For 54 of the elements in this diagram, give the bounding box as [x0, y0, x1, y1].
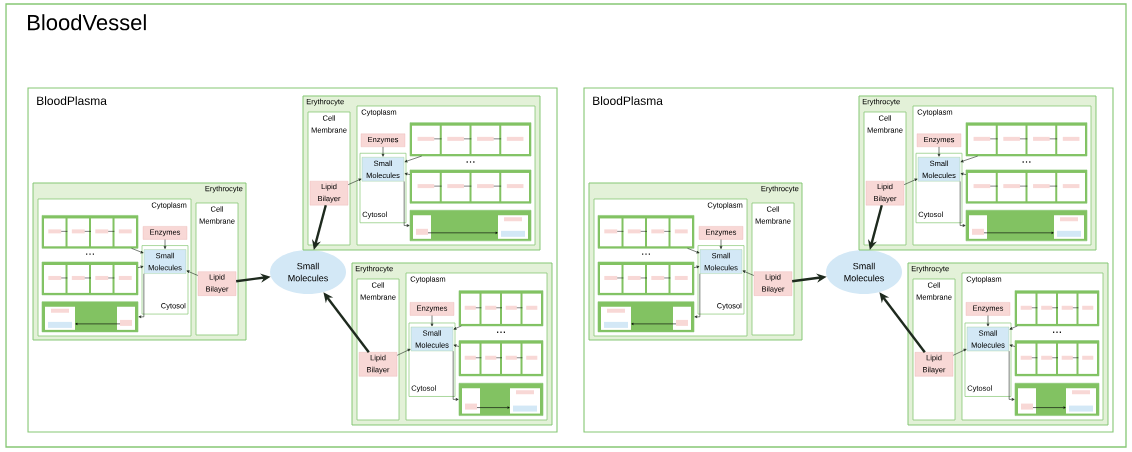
- arrow: [937, 146, 941, 157]
- arrow: [986, 315, 990, 327]
- arrow: [163, 239, 167, 249]
- ellipsis-label: ...: [1053, 331, 1061, 333]
- arrow: [138, 273, 145, 319]
- pathway-drawing: [965, 169, 1088, 204]
- pathway-drawing: [1014, 340, 1100, 377]
- pathway-drawing: [597, 261, 695, 296]
- arrow: [742, 270, 755, 276]
- compartment-drawing: [41, 301, 139, 333]
- pathway-drawing: [409, 122, 532, 157]
- arrow: [186, 270, 199, 276]
- ellipsis-label: ...: [1022, 161, 1031, 163]
- arrow: [903, 178, 918, 185]
- pathway-drawing: [458, 290, 544, 327]
- arrow: [381, 146, 385, 157]
- ellipsis-label: ...: [642, 253, 650, 255]
- compartment-drawing: [458, 382, 544, 416]
- arrow: [1009, 344, 1016, 348]
- pathway-drawing: [41, 215, 139, 249]
- compartment-drawing: [409, 209, 532, 242]
- arrow: [131, 248, 144, 254]
- arrow: [1009, 325, 1018, 330]
- arrow: [1008, 350, 1015, 401]
- pathway-drawing: [409, 169, 532, 204]
- arrow: [959, 181, 966, 227]
- arrow: [347, 178, 362, 185]
- compartment-drawing: [597, 301, 695, 333]
- arrow: [452, 350, 459, 401]
- arrow: [453, 344, 460, 348]
- arrow: [960, 155, 978, 163]
- pathway-drawing: [597, 215, 695, 249]
- arrow: [960, 172, 967, 176]
- arrow: [693, 265, 700, 269]
- arrow: [403, 181, 410, 227]
- ellipsis-label: ...: [86, 253, 94, 255]
- arrow: [687, 248, 700, 254]
- pathway-drawing: [41, 261, 139, 296]
- arrow: [453, 325, 462, 330]
- arrow: [404, 155, 423, 163]
- arrow: [694, 273, 701, 319]
- compartment-drawing: [1014, 382, 1100, 416]
- compartment-drawing: [965, 209, 1088, 242]
- arrow: [396, 348, 411, 356]
- pathway-drawing: [965, 122, 1088, 157]
- arrow: [137, 265, 144, 269]
- arrow: [404, 172, 411, 176]
- ellipsis-label: ...: [466, 161, 475, 163]
- arrow: [952, 348, 967, 356]
- arrow: [430, 315, 434, 327]
- pathway-drawing: [1014, 290, 1100, 327]
- ellipsis-label: ...: [497, 331, 505, 333]
- arrow: [719, 239, 723, 249]
- pathway-drawing: [458, 340, 544, 377]
